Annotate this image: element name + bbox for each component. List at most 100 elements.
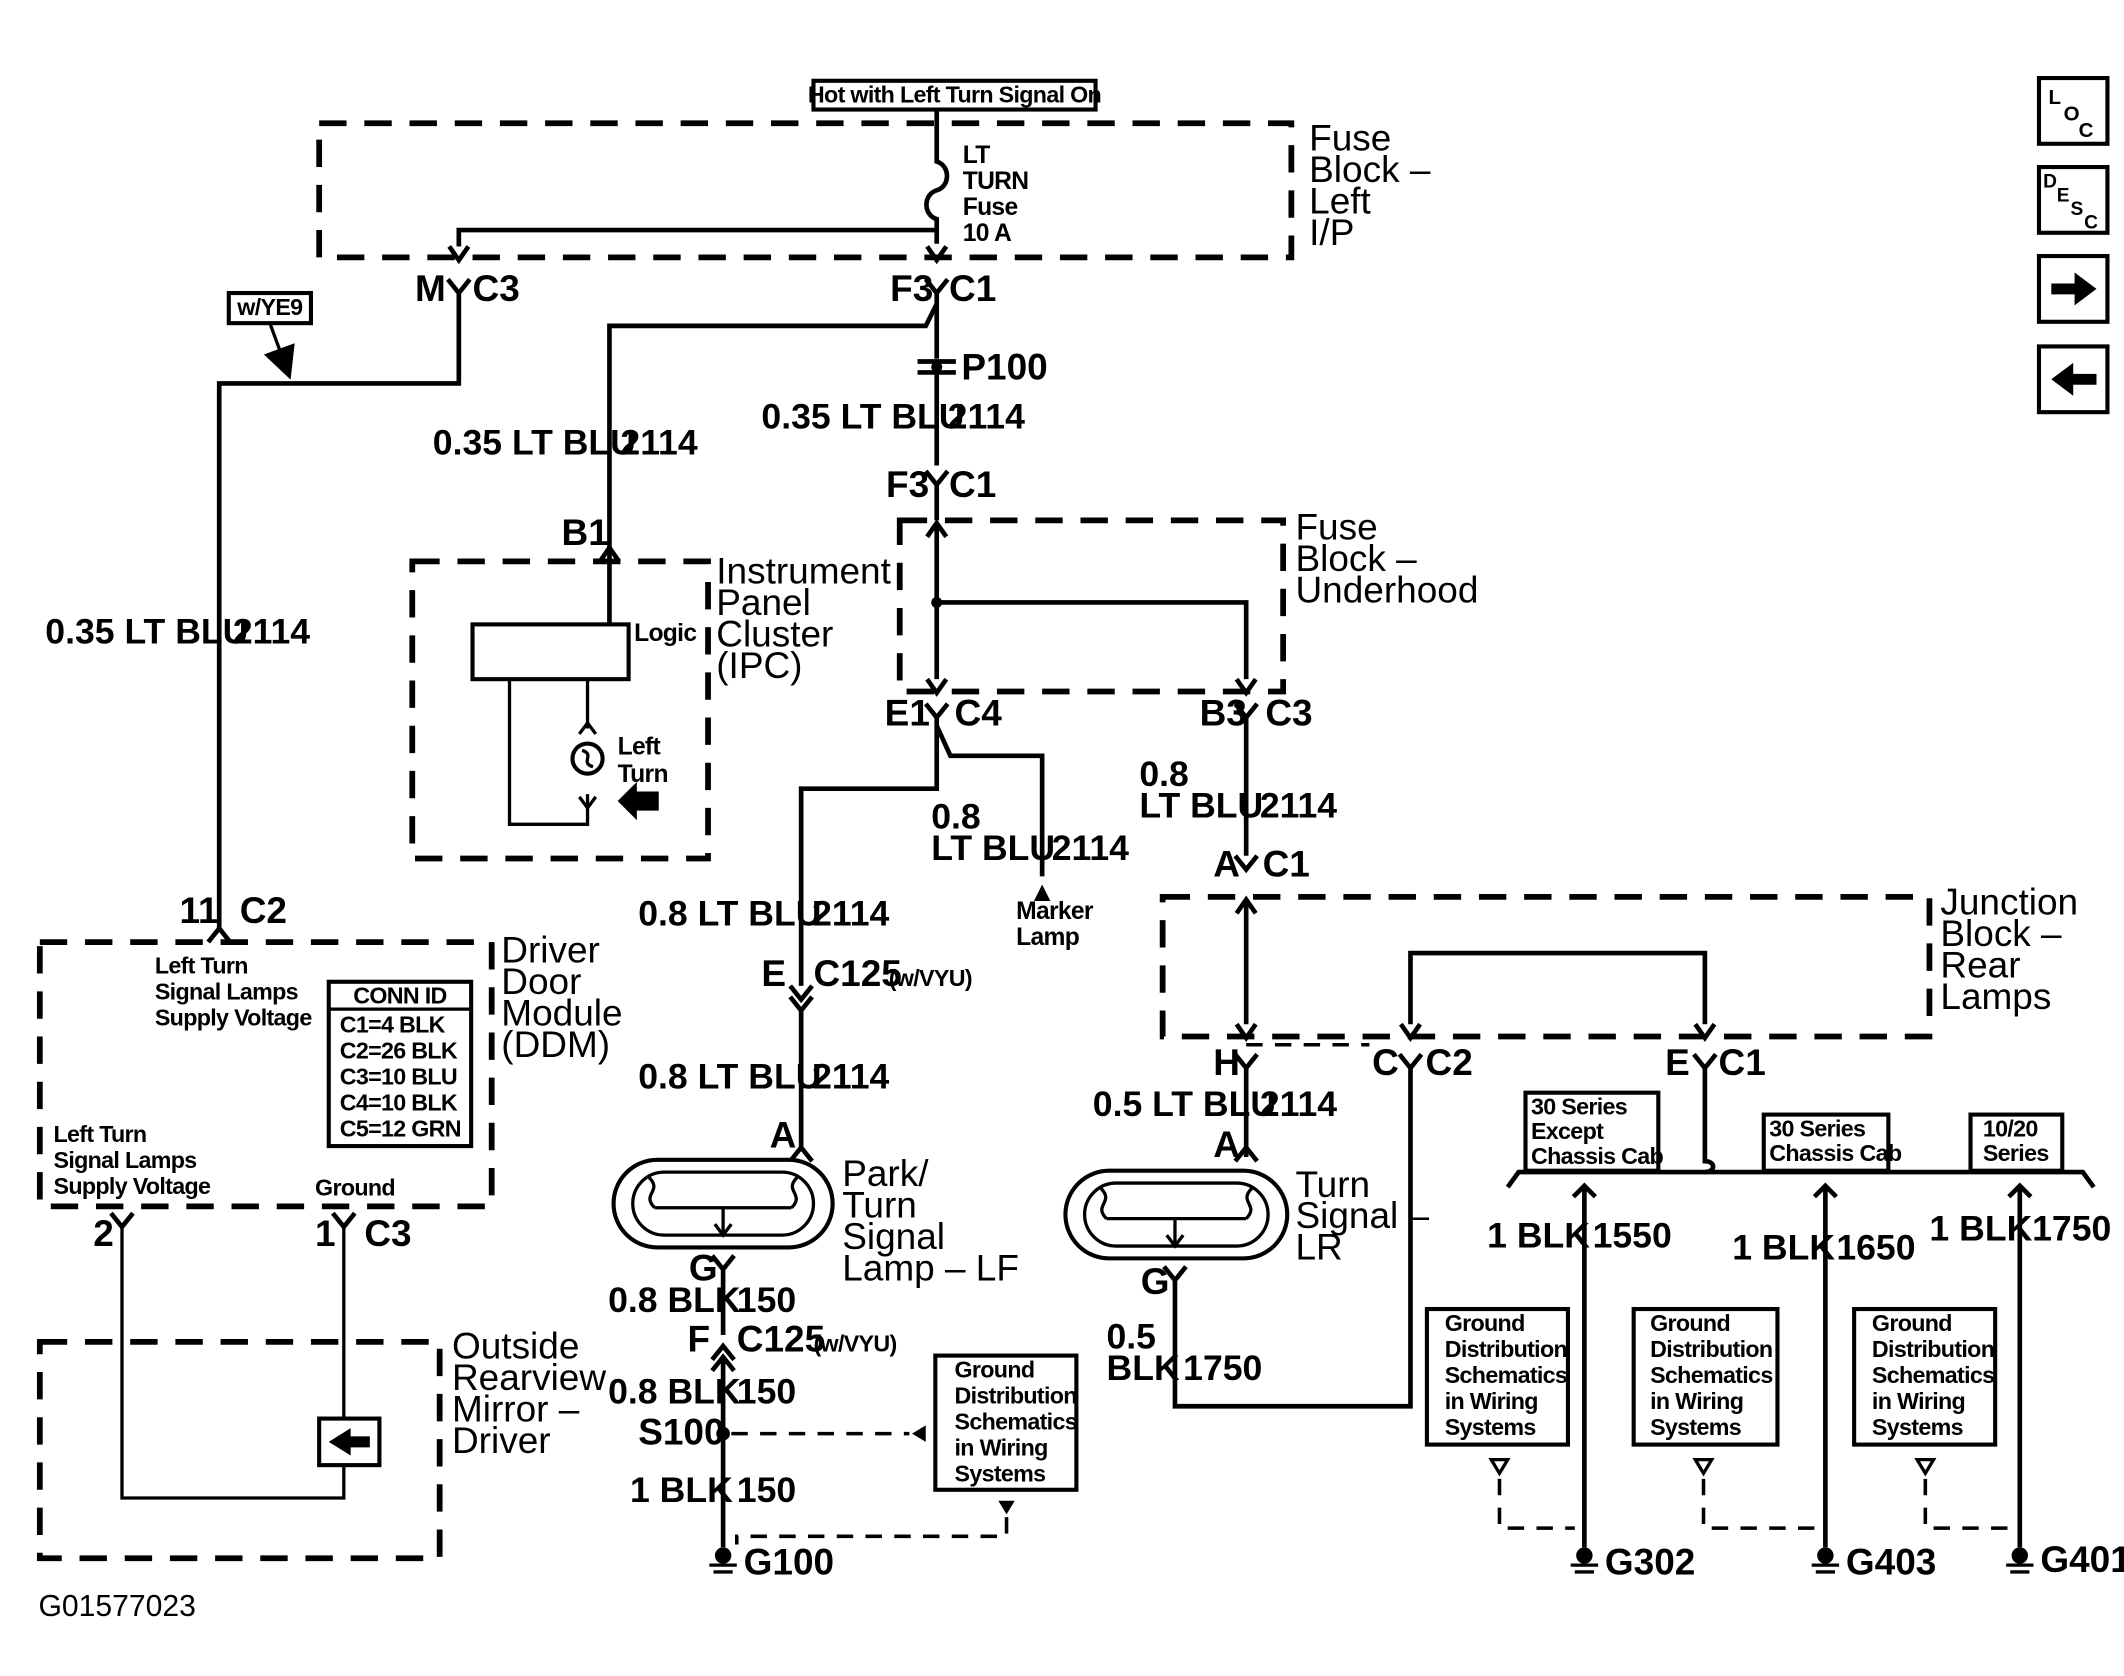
svg-text:C3=10 BLU: C3=10 BLU (340, 1063, 457, 1089)
loc-button[interactable]: L O C (2036, 75, 2110, 146)
c1-conn-junction: C1 (1263, 843, 1310, 884)
ipc-logic-label: Logic (634, 620, 696, 647)
wire-2114-upper: 2114 (620, 423, 697, 463)
svg-text:Left: Left (1309, 181, 1371, 222)
ddm-supply-voltage-top: Left Turn Signal Lamps Supply Voltage (155, 953, 313, 1031)
series-10-20: 10/20 Series (1968, 1112, 2065, 1173)
g401-label: G401 (2040, 1539, 2124, 1580)
w-ye9-option-box (226, 290, 314, 326)
fuse-block-underhood (896, 517, 1287, 695)
svg-text:Fuse: Fuse (963, 194, 1018, 221)
svg-text:Supply Voltage: Supply Voltage (54, 1173, 211, 1199)
svg-text:L: L (2049, 86, 2062, 109)
turn-signal-lr-lamp (1063, 1168, 1290, 1261)
marker-lamp-icon (1033, 884, 1051, 901)
next-page-button[interactable] (2036, 254, 2110, 324)
turn-signal-lr-label: Turn Signal – LR (1295, 1164, 1429, 1268)
svg-text:Distribution: Distribution (955, 1383, 1077, 1409)
diagram-id: G01577023 (38, 1590, 195, 1623)
svg-text:C: C (2084, 213, 2098, 234)
svg-text:Turn: Turn (1295, 1164, 1370, 1205)
desc-button[interactable]: D E S C (2036, 164, 2110, 235)
svg-text:Ground: Ground (1445, 1310, 1525, 1336)
wire-lt-blu-marker: LT BLU (931, 828, 1055, 868)
svg-text:Instrument: Instrument (716, 550, 891, 591)
g302-label: G302 (1605, 1542, 1695, 1583)
svg-text:TURN: TURN (963, 168, 1029, 195)
g100-ground-icon (709, 1547, 737, 1574)
svg-text:Block –: Block – (1295, 538, 1417, 579)
ddm-supply-voltage-bottom: Left Turn Signal Lamps Supply Voltage (54, 1121, 212, 1199)
c125-conn-upper: C125 (813, 953, 901, 994)
arrow-left-icon (2051, 362, 2097, 396)
f3-pin-2: F3 (886, 464, 929, 505)
ipc-box (409, 558, 711, 862)
mirror-turn-arrow-icon (328, 1428, 370, 1456)
b3-pin: B3 (1200, 693, 1247, 734)
f3-pin: F3 (890, 268, 933, 309)
svg-text:C1=4 BLK: C1=4 BLK (340, 1011, 446, 1037)
w-vyu-lower: (w/VYU) (813, 1330, 896, 1356)
svg-text:LR: LR (1295, 1227, 1342, 1268)
wire-2114-lf-upper: 2114 (812, 894, 889, 934)
outside-mirror-label: Outside Rearview Mirror – Driver (452, 1325, 606, 1460)
svg-text:Left Turn: Left Turn (155, 953, 248, 979)
fuse-block-left-ip-label: Fuse Block – Left I/P (1309, 118, 1431, 253)
svg-text:in Wiring: in Wiring (1872, 1388, 1965, 1414)
wire-to-ipc (607, 302, 939, 548)
svg-text:Schematics: Schematics (1872, 1362, 1994, 1388)
svg-text:C5=12 GRN: C5=12 GRN (340, 1116, 461, 1142)
svg-text:Driver: Driver (452, 1420, 551, 1461)
wire-2114-center: 2114 (948, 397, 1025, 437)
g100-label: G100 (744, 1542, 834, 1583)
wire-2114-lr-lamp: 2114 (1260, 1084, 1337, 1124)
series-30-except-chassis-cab: 30 Series Except Chassis Cab (1523, 1090, 1664, 1173)
g403-ground-icon (1811, 1547, 1840, 1574)
wire-035-lt-blu-upper: 0.35 LT BLU (433, 423, 636, 463)
svg-text:Signal: Signal (842, 1216, 945, 1257)
wire-1750-lr: 1750 (1183, 1348, 1262, 1388)
prev-page-button[interactable] (2036, 344, 2110, 415)
w-vyu-upper: (w/VYU) (889, 965, 972, 991)
svg-text:Fuse: Fuse (1309, 118, 1391, 159)
wire-blk-lr: BLK (1107, 1348, 1180, 1388)
svg-text:Turn: Turn (618, 761, 668, 788)
svg-text:Chassis Cab: Chassis Cab (1531, 1143, 1664, 1169)
svg-text:Signal Lamps: Signal Lamps (155, 979, 298, 1005)
svg-text:Series: Series (1983, 1140, 2049, 1166)
fuse-out-arrow (925, 245, 949, 265)
svg-text:Left: Left (618, 733, 661, 760)
junction-block-rear-lamps (1159, 894, 1933, 1040)
svg-text:Turn: Turn (842, 1184, 917, 1225)
svg-text:Module: Module (501, 993, 622, 1034)
wire-1-blk-g302: 1 BLK (1487, 1215, 1590, 1255)
svg-text:Except: Except (1531, 1118, 1604, 1144)
svg-text:Schematics: Schematics (1445, 1362, 1567, 1388)
p100-label: P100 (961, 346, 1047, 387)
wire-08-lt-blu-lf-lower: 0.8 LT BLU (638, 1057, 821, 1097)
hot-label: Hot with Left Turn Signal On (808, 82, 1101, 108)
wire-035-lt-blu-left: 0.35 LT BLU (45, 612, 248, 652)
fuse-bus-wire (456, 227, 937, 247)
wire-08-blk-lower: 0.8 BLK (608, 1372, 741, 1412)
svg-text:Distribution: Distribution (1650, 1336, 1772, 1362)
svg-text:Lamp: Lamp (1016, 924, 1080, 951)
e1-pin: E1 (885, 693, 930, 734)
ddm-label: Driver Door Module (DDM) (501, 930, 622, 1065)
ipc-logic-block (470, 622, 631, 682)
svg-text:Systems: Systems (1872, 1414, 1963, 1440)
svg-text:Schematics: Schematics (1650, 1362, 1772, 1388)
svg-text:Supply Voltage: Supply Voltage (155, 1005, 312, 1031)
wire-2114-lf-lower: 2114 (812, 1057, 889, 1097)
svg-text:Door: Door (501, 961, 581, 1002)
svg-text:Schematics: Schematics (955, 1409, 1077, 1435)
park-turn-signal-lamp-lf (611, 1157, 835, 1250)
svg-text:Systems: Systems (1445, 1414, 1536, 1440)
svg-text:30 Series: 30 Series (1769, 1116, 1865, 1142)
m-pin: M (415, 268, 446, 309)
wire-150-lower: 150 (737, 1372, 796, 1412)
svg-text:Systems: Systems (1650, 1414, 1741, 1440)
svg-text:in Wiring: in Wiring (1445, 1388, 1538, 1414)
wire-1-blk-g401: 1 BLK (1929, 1209, 2032, 1249)
svg-text:Lamps: Lamps (1940, 976, 2051, 1017)
